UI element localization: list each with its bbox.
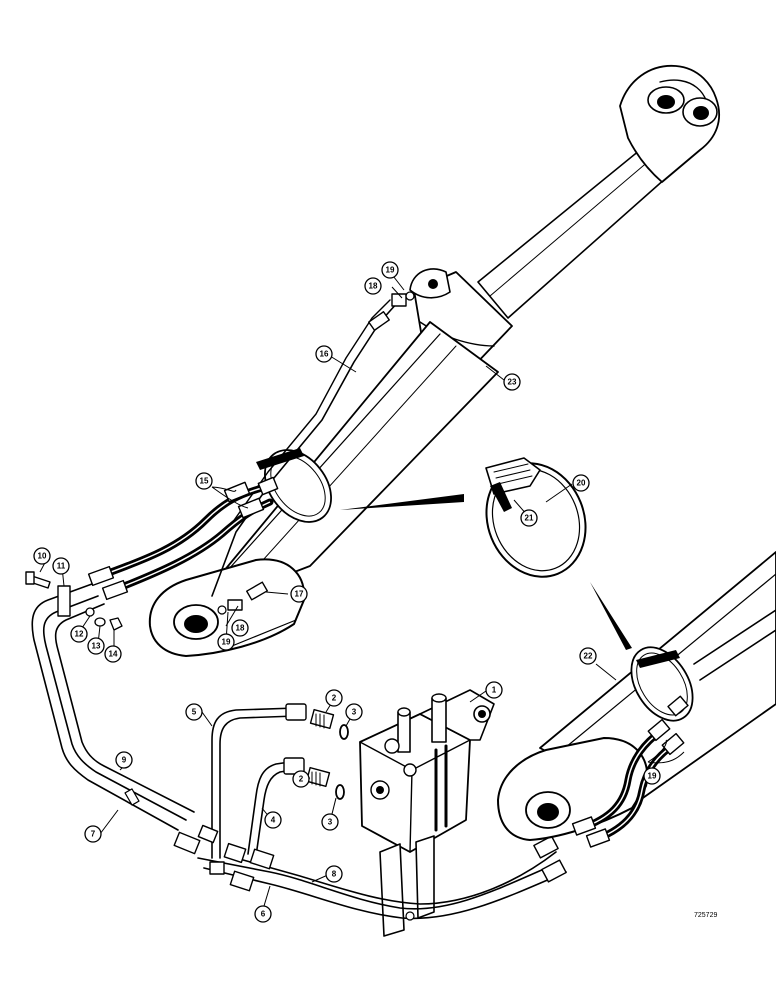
callout-20: 20 bbox=[572, 474, 590, 492]
callout-labels: 1 2 2 3 3 4 5 6 7 8 9 10 11 12 13 14 15 … bbox=[33, 261, 661, 923]
lower-hoses bbox=[571, 695, 689, 848]
callout-19-middle: 19 bbox=[217, 633, 235, 651]
callout-16: 16 bbox=[315, 345, 333, 363]
callout-1: 1 bbox=[485, 681, 503, 699]
svg-text:18: 18 bbox=[236, 624, 245, 633]
svg-text:4: 4 bbox=[271, 816, 276, 825]
lower-tubes bbox=[173, 703, 567, 921]
callout-3-lower: 3 bbox=[321, 813, 339, 831]
upper-tubes bbox=[211, 291, 415, 615]
callout-15-upper: 15 bbox=[195, 472, 213, 490]
drawing-number: 725729 bbox=[694, 912, 717, 919]
svg-text:21: 21 bbox=[525, 514, 534, 523]
callout-18-upper: 18 bbox=[364, 277, 382, 295]
svg-text:15: 15 bbox=[200, 477, 209, 486]
svg-text:19: 19 bbox=[648, 772, 657, 781]
svg-text:10: 10 bbox=[38, 552, 47, 561]
svg-text:7: 7 bbox=[91, 830, 96, 839]
svg-text:11: 11 bbox=[57, 562, 66, 571]
svg-text:16: 16 bbox=[320, 350, 329, 359]
callout-11: 11 bbox=[52, 557, 70, 575]
svg-text:14: 14 bbox=[109, 650, 118, 659]
left-tubes bbox=[31, 583, 195, 831]
callout-6: 6 bbox=[254, 905, 272, 923]
svg-text:9: 9 bbox=[122, 756, 127, 765]
callout-3-upper: 3 bbox=[345, 703, 363, 721]
callout-22: 22 bbox=[579, 647, 597, 665]
callout-13: 13 bbox=[87, 637, 105, 655]
callout-7: 7 bbox=[84, 825, 102, 843]
svg-text:5: 5 bbox=[192, 708, 197, 717]
callout-21: 21 bbox=[520, 509, 538, 527]
callout-10: 10 bbox=[33, 547, 51, 565]
callout-2-lower: 2 bbox=[292, 770, 310, 788]
callout-12: 12 bbox=[70, 625, 88, 643]
callout-23: 23 bbox=[503, 373, 521, 391]
svg-text:3: 3 bbox=[352, 708, 357, 717]
svg-text:19: 19 bbox=[222, 638, 231, 647]
svg-text:18: 18 bbox=[369, 282, 378, 291]
callout-17: 17 bbox=[290, 585, 308, 603]
svg-text:2: 2 bbox=[332, 694, 337, 703]
callout-4: 4 bbox=[264, 811, 282, 829]
svg-text:13: 13 bbox=[92, 642, 101, 651]
callout-2-upper: 2 bbox=[325, 689, 343, 707]
svg-text:20: 20 bbox=[577, 479, 586, 488]
callout-18-lower: 18 bbox=[231, 619, 249, 637]
svg-text:8: 8 bbox=[332, 870, 337, 879]
control-valve bbox=[359, 689, 495, 937]
svg-text:17: 17 bbox=[295, 590, 304, 599]
svg-text:22: 22 bbox=[584, 652, 593, 661]
callout-9: 9 bbox=[115, 751, 133, 769]
svg-text:12: 12 bbox=[75, 630, 84, 639]
detail-pointer-lower bbox=[590, 582, 632, 650]
detail-pointer-upper bbox=[340, 494, 464, 510]
svg-text:3: 3 bbox=[328, 818, 333, 827]
upper-hoses bbox=[87, 476, 279, 601]
callout-14: 14 bbox=[104, 645, 122, 663]
svg-text:2: 2 bbox=[299, 775, 304, 784]
svg-text:1: 1 bbox=[492, 686, 497, 695]
callout-19-lower: 19 bbox=[643, 767, 661, 785]
svg-text:6: 6 bbox=[261, 910, 266, 919]
bolt-clamp-hardware bbox=[25, 571, 123, 631]
svg-text:19: 19 bbox=[386, 266, 395, 275]
connector-fittings bbox=[305, 708, 349, 800]
callout-5: 5 bbox=[185, 703, 203, 721]
upper-cylinder bbox=[148, 65, 721, 657]
callout-8: 8 bbox=[325, 865, 343, 883]
svg-text:23: 23 bbox=[508, 378, 517, 387]
callout-19-upper: 19 bbox=[381, 261, 399, 279]
